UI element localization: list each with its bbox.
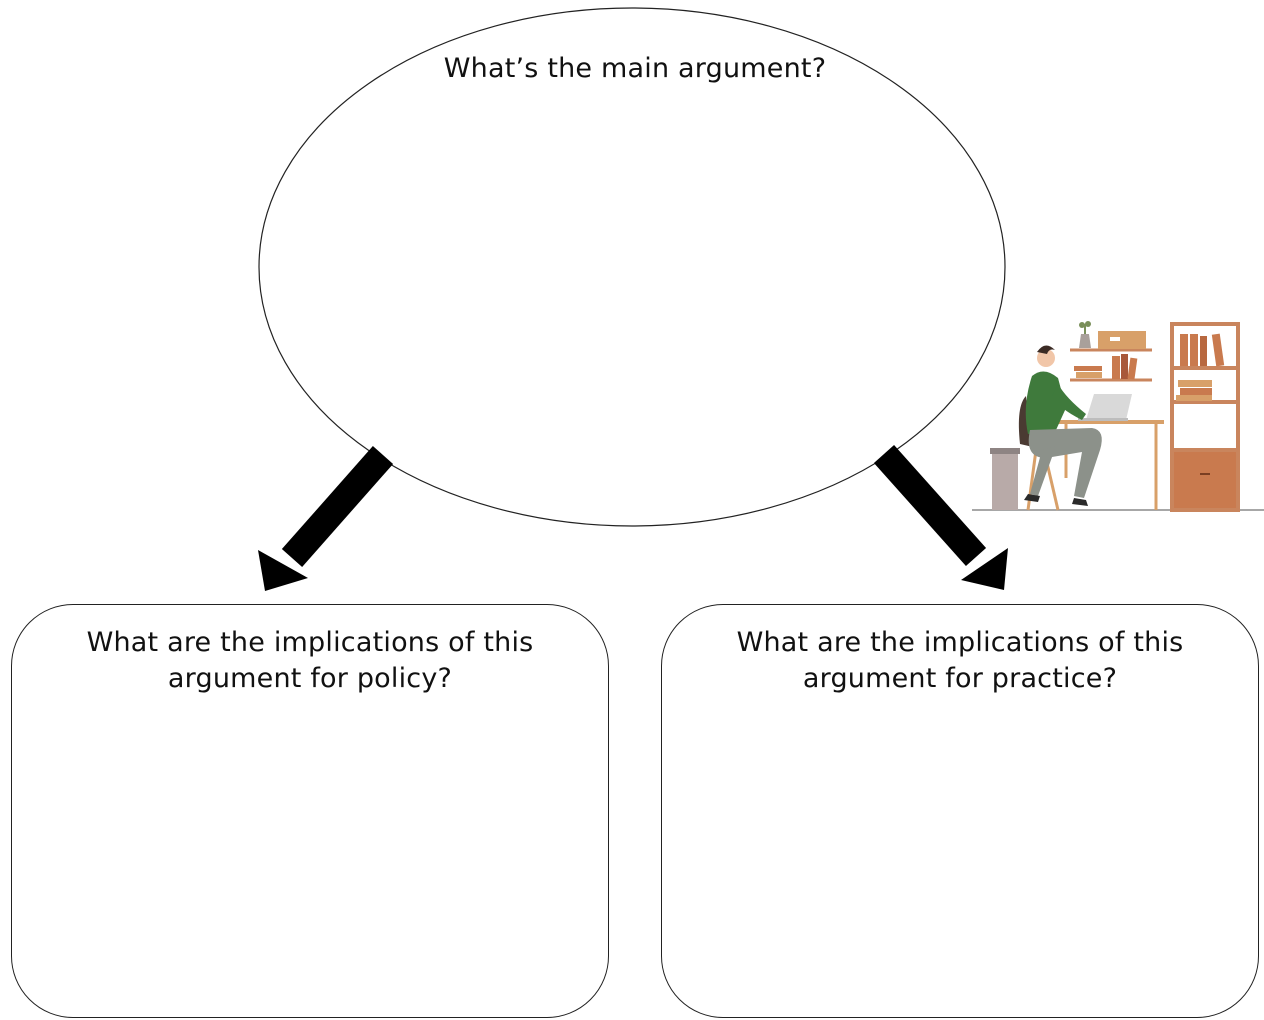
practice-box: What are the implications of this argume…: [661, 604, 1259, 1018]
laptop-icon: [1078, 394, 1132, 421]
arrow-to-practice: [873, 445, 1008, 590]
policy-question: What are the implications of this argume…: [86, 627, 534, 694]
person-at-desk-illustration: [972, 321, 1264, 512]
main-argument-ellipse: [258, 7, 1006, 527]
wall-shelves: [1070, 321, 1152, 382]
arrow-to-policy: [258, 446, 394, 591]
trash-bin: [990, 448, 1020, 510]
main-argument-question: What’s the main argument?: [443, 53, 827, 84]
person: [1024, 345, 1102, 506]
bookshelf: [1170, 322, 1240, 512]
policy-box: What are the implications of this argume…: [11, 604, 609, 1018]
practice-question: What are the implications of this argume…: [736, 627, 1184, 694]
